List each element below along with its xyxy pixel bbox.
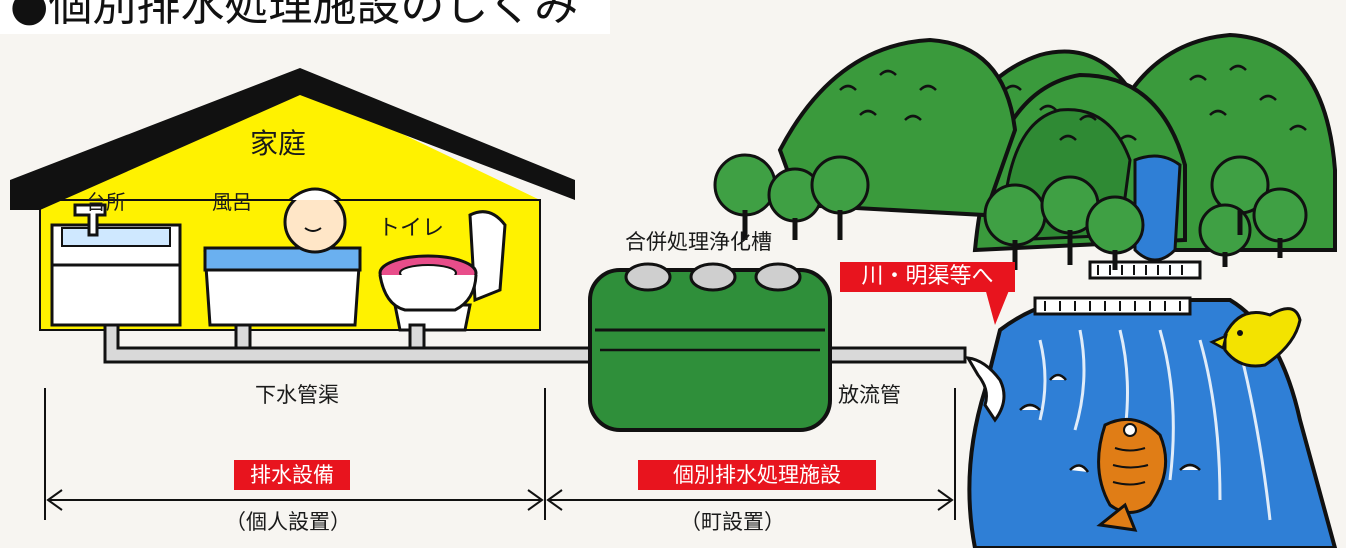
town-installation-label: （町設置） <box>680 510 785 534</box>
discharge-splash <box>965 356 1201 473</box>
to-river-callout: 川・明渠等へ <box>840 262 1015 292</box>
kitchen-label: 台所 <box>86 190 126 214</box>
septic-tank <box>588 262 832 432</box>
bathtub <box>203 187 362 327</box>
individual-installation-label: （個人設置） <box>225 510 351 534</box>
trees <box>713 153 1308 270</box>
callout-pointer <box>985 288 1010 325</box>
home-label: 家庭 <box>250 127 307 160</box>
discharge-pipe-label: 放流管 <box>838 383 901 407</box>
page-title: ●個別排水処理施設のしくみ <box>10 0 579 31</box>
fish <box>1096 417 1168 532</box>
toilet-label: トイレ <box>378 216 445 241</box>
kitchen-sink <box>50 203 182 327</box>
sewer-pipe-label: 下水管渠 <box>255 383 339 407</box>
house <box>10 68 575 332</box>
dimension-lines <box>44 388 956 520</box>
bath-label: 風呂 <box>212 190 252 214</box>
title-panel: ●個別排水処理施設のしくみ <box>0 0 610 34</box>
bird <box>1209 307 1302 368</box>
individual-facility-badge: 個別排水処理施設 <box>638 460 876 490</box>
septic-tank-label: 合併処理浄化槽 <box>625 230 772 254</box>
toilet <box>378 210 507 332</box>
drainage-equipment-badge: 排水設備 <box>234 460 350 490</box>
